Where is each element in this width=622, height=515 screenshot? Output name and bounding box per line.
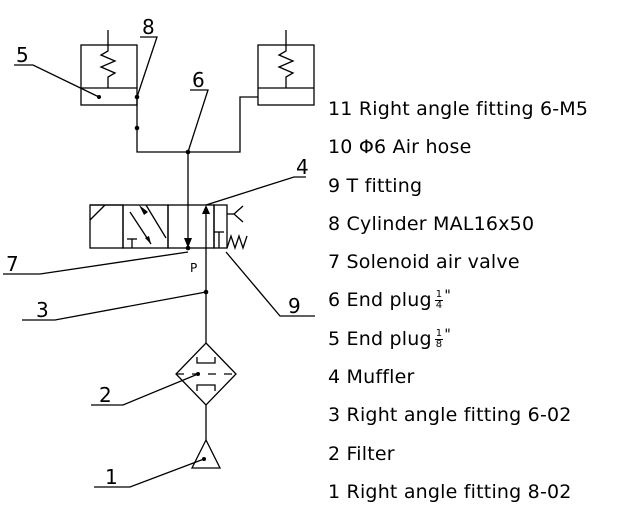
leader-lines [3, 36, 315, 488]
legend-number: 3 [328, 404, 341, 427]
parts-legend: 11 Right angle fitting 6-M5 10 Φ6 Air ho… [328, 90, 620, 511]
callout-7: 7 [6, 252, 19, 276]
legend-number: 4 [328, 366, 341, 389]
legend-item: 11 Right angle fitting 6-M5 [328, 90, 620, 128]
callout-1: 1 [105, 465, 118, 489]
fraction-denominator: 8 [435, 338, 443, 350]
legend-text: End plug [346, 327, 432, 350]
callout-9: 9 [288, 294, 301, 318]
inch-mark: " [444, 326, 451, 343]
left-cylinder [80, 30, 138, 106]
legend-number: 5 [328, 327, 341, 350]
callout-2: 2 [99, 383, 112, 407]
air-hose-lines [134, 94, 258, 205]
legend-item: 3 Right angle fitting 6-02 [328, 396, 620, 434]
legend-number: 6 [328, 289, 341, 312]
legend-text: Filter [346, 442, 395, 465]
callout-labels: 5 8 6 4 7 3 9 2 1 [6, 15, 309, 489]
legend-text: Cylinder MAL16x50 [346, 212, 535, 235]
fraction-denominator: 4 [435, 300, 443, 312]
legend-number: 8 [328, 212, 341, 235]
legend-item: 9 T fitting [328, 167, 620, 205]
fraction-numerator: 1 [434, 289, 444, 302]
callout-4: 4 [296, 155, 309, 179]
legend-number: 11 [328, 98, 353, 120]
port-label-p: P [190, 261, 197, 275]
legend-text: Right angle fitting 6-02 [346, 404, 572, 427]
callout-8: 8 [142, 15, 155, 39]
legend-number: 9 [328, 174, 341, 197]
callout-6: 6 [192, 68, 205, 92]
legend-item: 1 Right angle fitting 8-02 [328, 473, 620, 511]
legend-text: End plug [346, 289, 432, 312]
right-cylinder [257, 30, 315, 106]
legend-number: 1 [328, 480, 341, 503]
solenoid-valve: P [89, 204, 248, 275]
inch-mark: " [444, 288, 451, 305]
fraction-numerator: 1 [434, 327, 444, 340]
legend-text: T fitting [346, 174, 423, 197]
legend-item: 2 Filter [328, 435, 620, 473]
legend-text: Muffler [346, 366, 415, 389]
legend-text: Right angle fitting 8-02 [346, 480, 572, 503]
legend-number: 7 [328, 251, 341, 274]
legend-item: 7 Solenoid air valve [328, 243, 620, 281]
legend-text: Solenoid air valve [346, 251, 520, 274]
legend-number: 2 [328, 442, 341, 465]
legend-item: 8 Cylinder MAL16x50 [328, 205, 620, 243]
legend-text: Φ6 Air hose [358, 136, 472, 159]
legend-number: 10 [328, 136, 353, 159]
filter-symbol [175, 342, 237, 440]
legend-item: 10 Φ6 Air hose [328, 128, 620, 166]
air-source-symbol [190, 438, 222, 469]
callout-3: 3 [36, 298, 49, 322]
legend-item: 4 Muffler [328, 358, 620, 396]
legend-text: Right angle fitting 6-M5 [358, 98, 589, 120]
callout-5: 5 [16, 43, 29, 67]
supply-line [203, 248, 209, 343]
